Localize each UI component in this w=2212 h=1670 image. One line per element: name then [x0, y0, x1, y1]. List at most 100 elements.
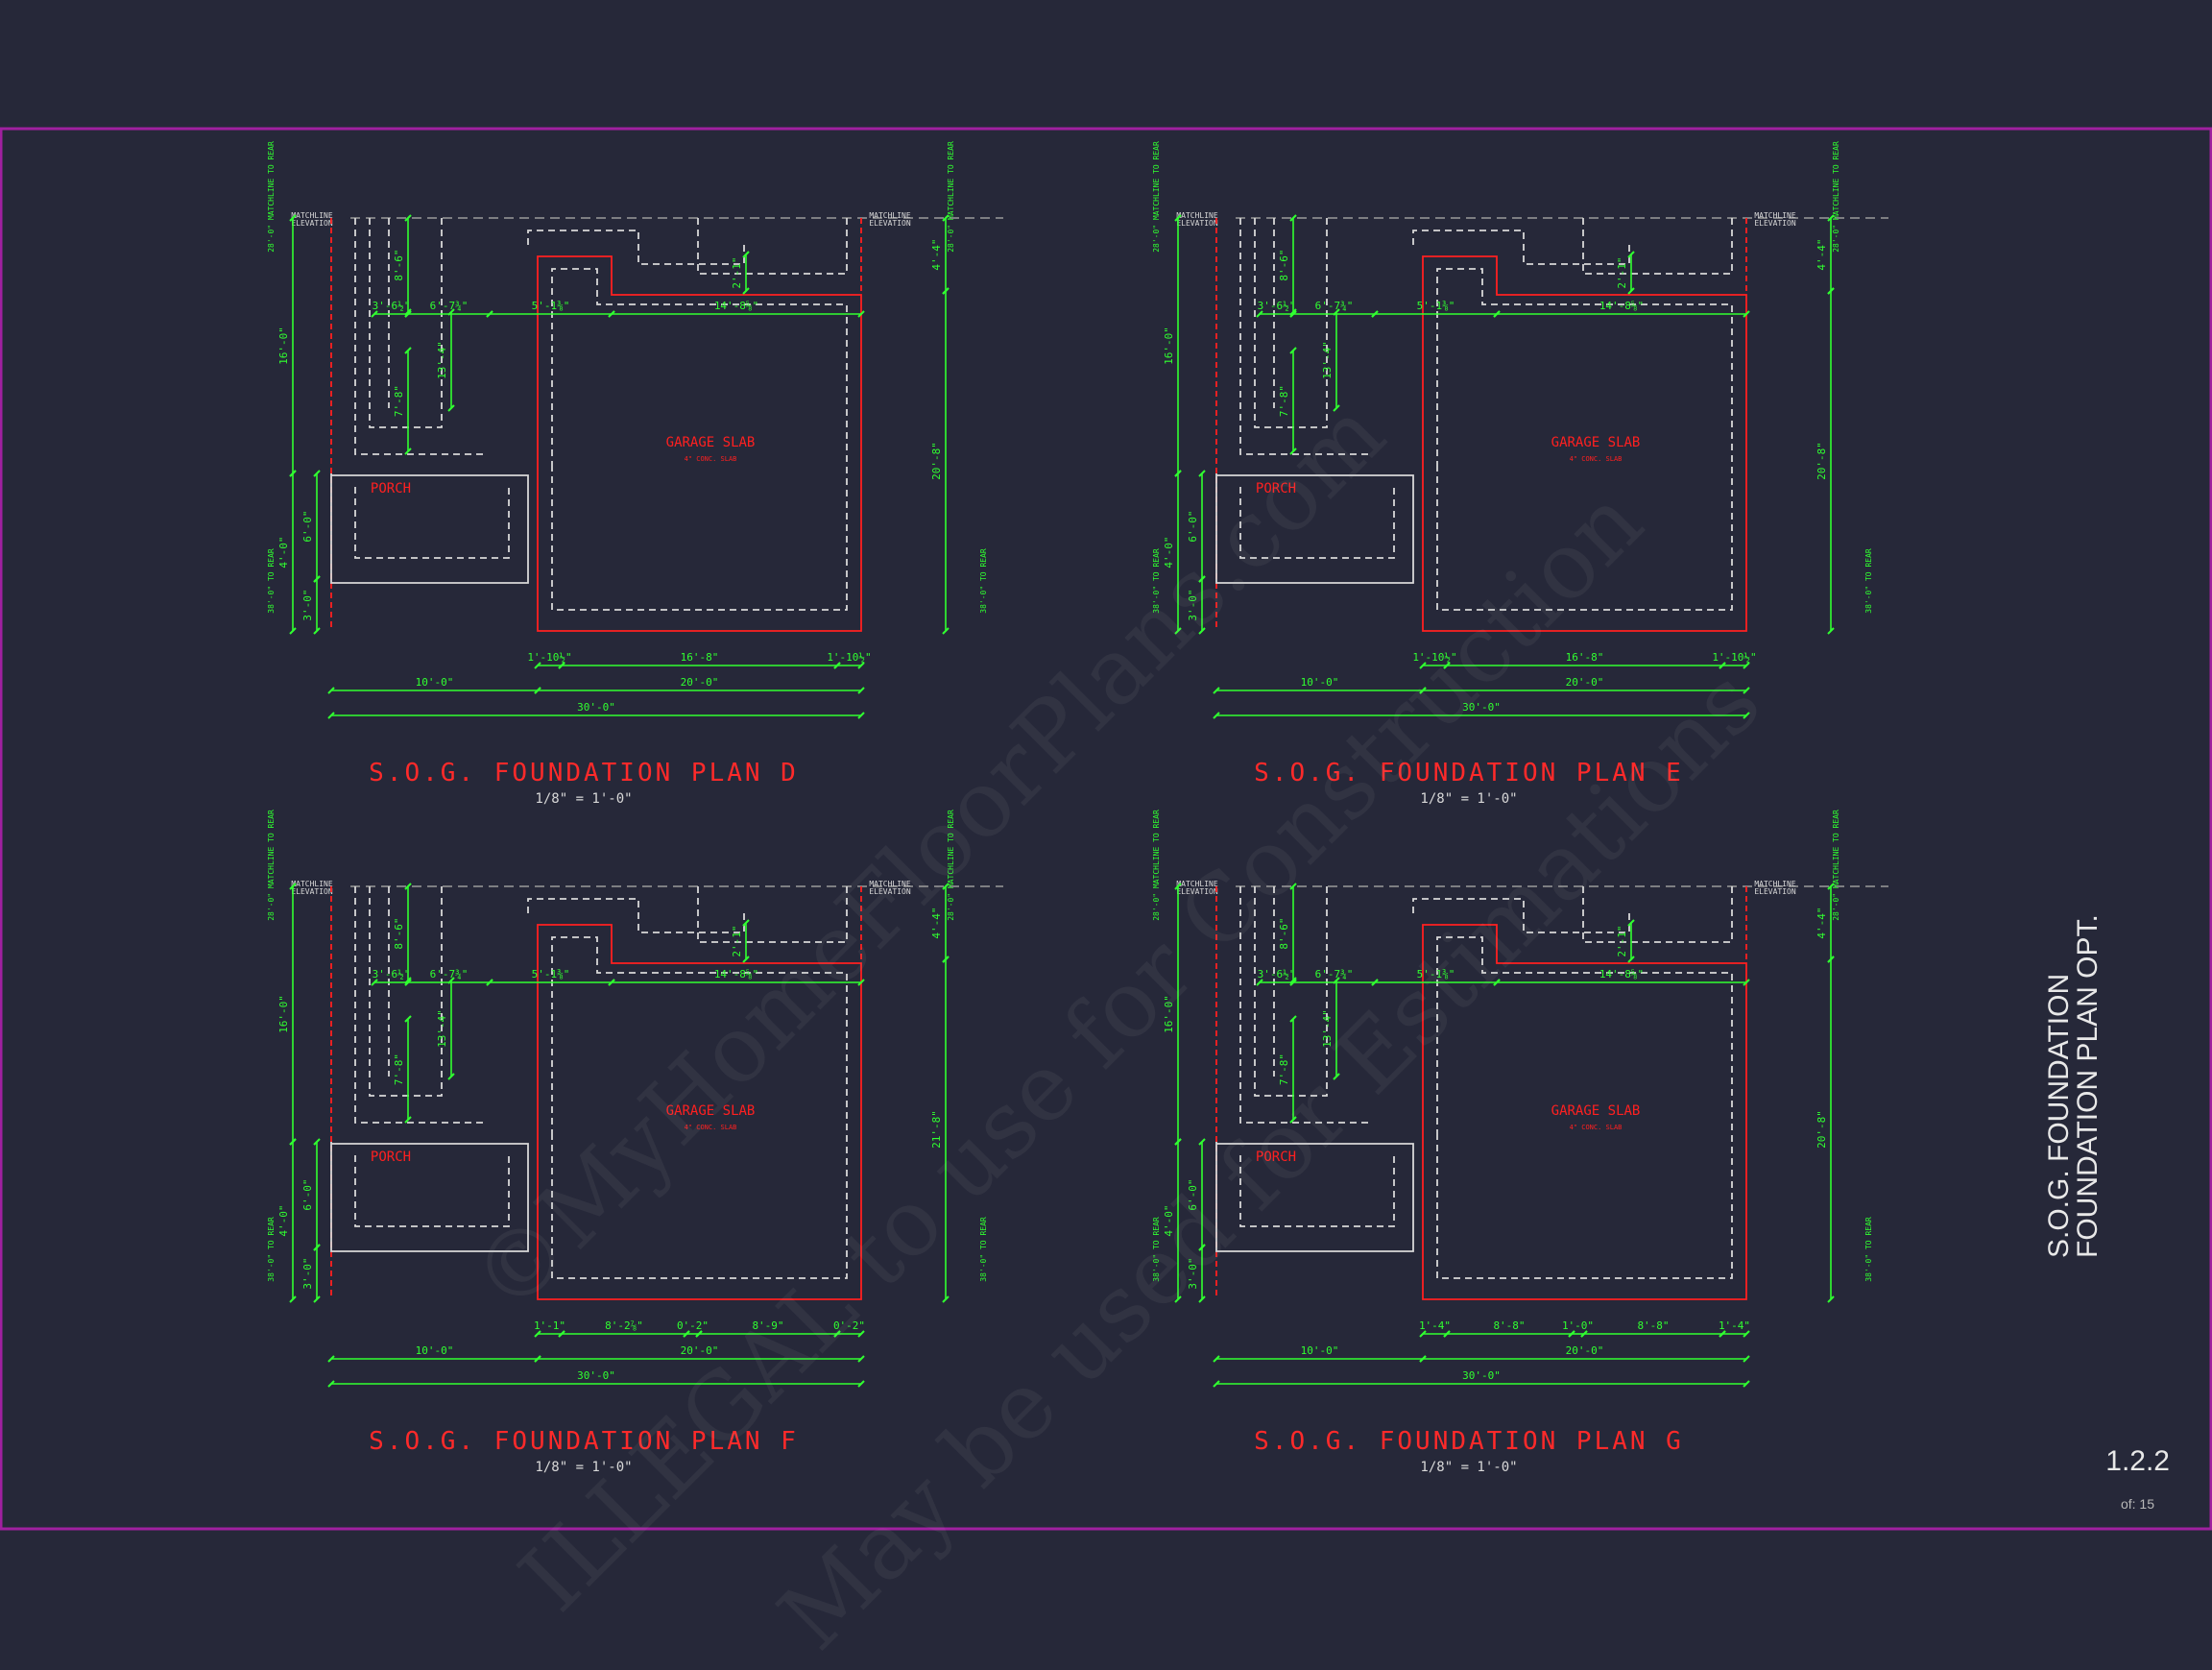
garage-slab-label: GARAGE SLAB: [666, 435, 756, 450]
elevation-label-right: ELEVATION: [1754, 887, 1796, 896]
house-outline-right: [697, 218, 848, 275]
dimension-tick: [313, 1295, 321, 1303]
dimension-tick: [683, 1330, 690, 1338]
porch-label: PORCH: [1256, 1150, 1296, 1165]
dimension-tick: [447, 1073, 455, 1080]
dim-5-1-label: 5'-1⅜": [532, 300, 570, 312]
sheet-border: [0, 127, 2212, 1531]
dim-14-8-label: 14'-8⅝": [1599, 968, 1644, 980]
dim-2-1-label: 2'-1": [731, 256, 743, 288]
dimension-tick: [1289, 979, 1297, 986]
house-wall-2: [369, 886, 443, 1097]
dimension-tick: [313, 575, 321, 583]
dim-3-0-label: 3'-0": [301, 1257, 314, 1289]
dim-bottom-0-label: 1'-1": [534, 1319, 565, 1332]
matchline-note-right: 28'-0" MATCHLINE TO REAR: [947, 141, 955, 253]
garage-slab-outline: [1422, 255, 1747, 632]
dimension-tick: [742, 287, 750, 295]
dimension-tick: [1419, 662, 1427, 669]
dim-bottom-4-label: 0'-2": [833, 1319, 865, 1332]
dimension-tick: [1371, 979, 1379, 986]
dim-right-height-label: 21'-8": [930, 1110, 943, 1149]
foundation-plan-d: MATCHLINEELEVATIONMATCHLINEELEVATION28'-…: [267, 141, 1003, 719]
house-wall-1: [1239, 886, 1368, 1124]
dimension-tick: [1443, 1330, 1451, 1338]
house-wall-2: [369, 218, 443, 428]
dim-6-7-label: 6'-7¾": [430, 300, 469, 312]
house-outline-right: [697, 886, 848, 943]
elevation-label-right: ELEVATION: [869, 219, 911, 228]
dim-6-0-label: 6'-0": [301, 1178, 314, 1210]
dimension-tick: [1827, 956, 1835, 963]
dimension-tick: [833, 662, 841, 669]
dimension-tick: [1174, 214, 1182, 222]
dimension-tick: [327, 1355, 335, 1363]
plan-title-d: S.O.G. FOUNDATION PLAN D: [369, 759, 799, 787]
dim-bottom-2-label: 0'-2": [677, 1319, 709, 1332]
dimension-tick: [695, 1330, 703, 1338]
house-wall-1: [354, 218, 483, 455]
matchline-note-left: 28'-0" MATCHLINE TO REAR: [1152, 810, 1161, 921]
dimension-tick: [1743, 1355, 1750, 1363]
dimension-tick: [1174, 470, 1182, 477]
dim-20-0-label: 20'-0": [681, 1344, 719, 1357]
dim-2-1-label: 2'-1": [1616, 925, 1628, 956]
dim-16-0-label: 16'-0": [277, 327, 290, 365]
matchline-label-right: MATCHLINE: [869, 880, 911, 888]
plan-scale-f: 1/8" = 1'-0": [535, 1460, 633, 1475]
house-outline-upper: [1412, 230, 1630, 265]
dim-6-7-label: 6'-7¾": [430, 968, 469, 980]
dimension-tick: [534, 1355, 541, 1363]
dimension-tick: [1719, 662, 1726, 669]
dim-4-0-label: 4'-0": [1163, 1204, 1175, 1236]
dimension-tick: [1827, 1295, 1835, 1303]
dim-bottom-1-label: 16'-8": [681, 651, 719, 664]
matchline-label-left: MATCHLINE: [291, 880, 333, 888]
dim-4-4-label: 4'-4": [930, 238, 943, 270]
dimension-tick: [1256, 979, 1263, 986]
rear-note-left: 38'-0" TO REAR: [267, 548, 276, 614]
dimension-tick: [1580, 1330, 1588, 1338]
matchline-note-left: 28'-0" MATCHLINE TO REAR: [267, 141, 276, 253]
dimension-tick: [942, 287, 950, 295]
elevation-label-left: ELEVATION: [1176, 887, 1218, 896]
dimension-tick: [534, 1330, 541, 1338]
dim-14-8-label: 14'-8⅝": [1599, 300, 1644, 312]
dim-4-0-label: 4'-0": [277, 536, 290, 568]
dim-6-0-label: 6'-0": [1187, 510, 1199, 542]
dim-20-0-label: 20'-0": [1566, 1344, 1604, 1357]
sheet-title-line-1: S.O.G. FOUNDATION: [2043, 973, 2075, 1258]
dimension-tick: [942, 883, 950, 890]
dim-right-height-label: 20'-8": [930, 442, 943, 480]
dimension-tick: [289, 883, 297, 890]
dim-8-6-label: 8'-6": [393, 249, 405, 280]
plan-title-f: S.O.G. FOUNDATION PLAN F: [369, 1427, 799, 1456]
dim-6-0-label: 6'-0": [301, 510, 314, 542]
dim-bottom-3-label: 8'-9": [752, 1319, 783, 1332]
dimension-tick: [404, 883, 412, 890]
dimension-tick: [404, 1015, 412, 1023]
dimension-tick: [1419, 1330, 1427, 1338]
plan-scale-d: 1/8" = 1'-0": [535, 791, 633, 807]
dimension-tick: [857, 979, 865, 986]
dim-16-0-label: 16'-0": [1163, 327, 1175, 365]
dimension-tick: [1627, 956, 1635, 963]
elevation-label-left: ELEVATION: [1176, 219, 1218, 228]
house-outline-right: [1582, 218, 1733, 275]
dimension-tick: [1827, 287, 1835, 295]
matchline-label-left: MATCHLINE: [1176, 211, 1218, 220]
house-outline-upper: [1412, 898, 1630, 933]
garage-slab-outline: [537, 255, 862, 632]
rear-note-left: 38'-0" TO REAR: [1152, 548, 1161, 614]
porch-footing: [1239, 487, 1395, 559]
dim-30-0-label: 30'-0": [577, 1369, 615, 1382]
dimension-tick: [1743, 1380, 1750, 1388]
dim-10-0-label: 10'-0": [416, 676, 454, 689]
matchline-note-left: 28'-0" MATCHLINE TO REAR: [267, 810, 276, 921]
house-outline-upper: [527, 230, 745, 265]
dimension-tick: [1198, 1295, 1206, 1303]
elevation-label-right: ELEVATION: [1754, 219, 1796, 228]
dim-right-height-label: 20'-8": [1815, 1110, 1828, 1149]
dim-3-0-label: 3'-0": [301, 589, 314, 620]
garage-footing-line: [551, 936, 848, 1279]
